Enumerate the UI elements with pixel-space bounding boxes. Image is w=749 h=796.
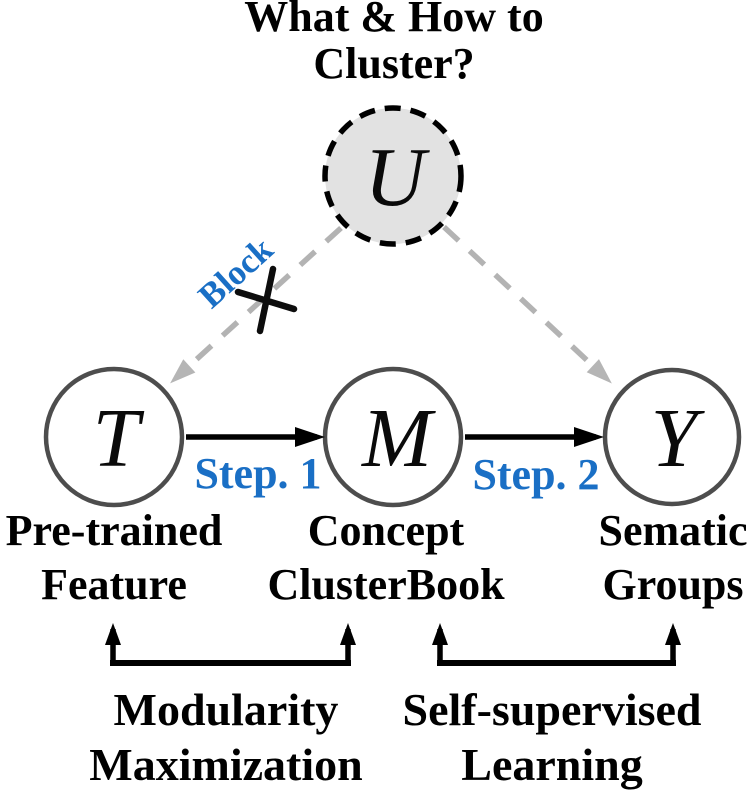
node-m-label: M bbox=[362, 392, 432, 485]
block-cross-icon bbox=[234, 265, 298, 335]
left-process-line1: Modularity bbox=[113, 684, 339, 735]
node-y-circle bbox=[602, 367, 742, 507]
left-range-arrow bbox=[105, 623, 356, 666]
left-process-label: Modularity Maximization bbox=[89, 682, 362, 792]
diagram-title-line2: Cluster? bbox=[313, 39, 475, 88]
node-y-caption-line1: Sematic bbox=[598, 506, 748, 555]
diagram-title-line1: What & How to bbox=[244, 0, 544, 41]
node-m-caption-line1: Concept bbox=[307, 506, 465, 555]
node-t-label: T bbox=[92, 392, 140, 485]
node-m-caption-line2: ClusterBook bbox=[267, 560, 505, 609]
node-y-caption-line2: Groups bbox=[602, 560, 744, 609]
right-process-label: Self-supervised Learning bbox=[403, 682, 702, 792]
node-m-circle bbox=[322, 366, 464, 508]
right-range-arrow bbox=[432, 623, 681, 666]
node-t-caption-line1: Pre-trained bbox=[5, 506, 223, 555]
node-u-circle bbox=[322, 105, 464, 247]
node-m-caption: Concept ClusterBook bbox=[267, 504, 504, 612]
step1-label: Step. 1 bbox=[194, 449, 322, 498]
step2-label: Step. 2 bbox=[472, 450, 600, 499]
u-to-y-dashed-arrow bbox=[442, 224, 612, 384]
node-y-caption: Sematic Groups bbox=[598, 504, 747, 612]
u-to-t-dashed-arrow bbox=[170, 225, 343, 384]
right-process-line1: Self-supervised bbox=[402, 684, 702, 735]
left-process-line2: Maximization bbox=[89, 739, 363, 790]
node-t-caption-line2: Feature bbox=[41, 560, 187, 609]
right-process-line2: Learning bbox=[461, 739, 643, 790]
node-u-label: U bbox=[364, 131, 426, 224]
node-t-caption: Pre-trained Feature bbox=[6, 504, 223, 612]
diagram-title: What & How to Cluster? bbox=[244, 0, 543, 87]
node-t-circle bbox=[43, 366, 185, 508]
node-y-label: Y bbox=[650, 392, 698, 485]
